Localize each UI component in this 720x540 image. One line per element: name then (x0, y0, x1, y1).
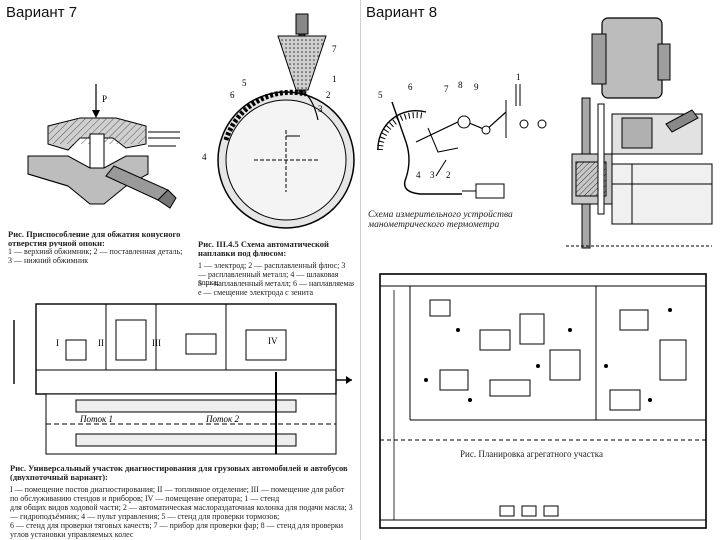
surfacing-caption-legend-2: 5 — наплавленный металл; 6 — наплавляема… (198, 280, 354, 288)
zone-label-3: III (152, 338, 161, 348)
label-3: 3 (318, 104, 323, 114)
surfacing-caption-legend-1: 1 — электрод; 2 — расплавленный флюс; 3 … (198, 262, 346, 287)
left-heading: Вариант 7 (6, 4, 78, 21)
fixture-caption-legend: 1 — верхний обжимник; 2 — поставленная д… (8, 248, 183, 265)
zone-label-1: I (56, 338, 59, 348)
therm-label-9: 9 (474, 82, 479, 92)
therm-label-4: 4 (416, 170, 421, 180)
lane-1-label: Поток 1 (79, 414, 113, 424)
zone-label-2: II (98, 338, 104, 348)
site-plan-caption-line-1: I — помещение постов диагностирования; I… (10, 486, 345, 503)
right-heading: Вариант 8 (366, 4, 438, 21)
label-5: 5 (242, 78, 247, 88)
site-plan-caption-line-2: для общих видов ходовой части; 2 — автом… (10, 504, 353, 521)
machine-drawing (562, 14, 718, 254)
label-4: 4 (202, 152, 207, 162)
thermometer-drawing: 5 6 7 8 9 1 2 3 4 Схема измерительного у… (366, 60, 556, 250)
therm-label-8: 8 (458, 80, 463, 90)
therm-label-5: 5 (378, 90, 383, 100)
center-divider (360, 0, 361, 540)
surfacing-drawing: 4 5 6 1 2 3 7 Рис. III.4.5 Схема автомат… (196, 10, 356, 300)
therm-label-3: 3 (430, 170, 435, 180)
fixture-caption-title: Рис. Приспособление для обжатия конусног… (8, 230, 181, 247)
lane-2-label: Поток 2 (205, 414, 239, 424)
label-1: 1 (332, 74, 337, 84)
therm-label-2: 2 (446, 170, 451, 180)
therm-label-1: 1 (516, 72, 521, 82)
label-6: 6 (230, 90, 235, 100)
site-plan-caption-title: Рис. Универсальный участок диагностирова… (10, 464, 348, 481)
zone-label-4: IV (268, 336, 278, 346)
label-2: 2 (326, 90, 331, 100)
surfacing-caption-legend-3: е — смещение электрода с зенита (198, 289, 314, 297)
layout-caption: Рис. Планировка агрегатного участка (460, 450, 603, 459)
site-plan-caption-line-3: 6 — стенд для проверки тяговых качеств; … (10, 522, 344, 539)
fixture-drawing: P Рис. Приспособление для обжатия конусн… (8, 26, 188, 266)
therm-label-6: 6 (408, 82, 413, 92)
thermometer-caption: Схема измерительного устройства манометр… (368, 210, 513, 230)
label-7: 7 (332, 44, 337, 54)
assembly-shop-layout: Рис. Планировка агрегатного участка (370, 270, 716, 536)
surfacing-caption-title: Рис. III.4.5 Схема автоматической наплав… (198, 240, 329, 257)
force-label: P (102, 94, 107, 104)
diagnostic-site-plan: II III IV I Поток 1 Поток 2 Рис. Универс… (6, 300, 356, 538)
therm-label-7: 7 (444, 84, 449, 94)
